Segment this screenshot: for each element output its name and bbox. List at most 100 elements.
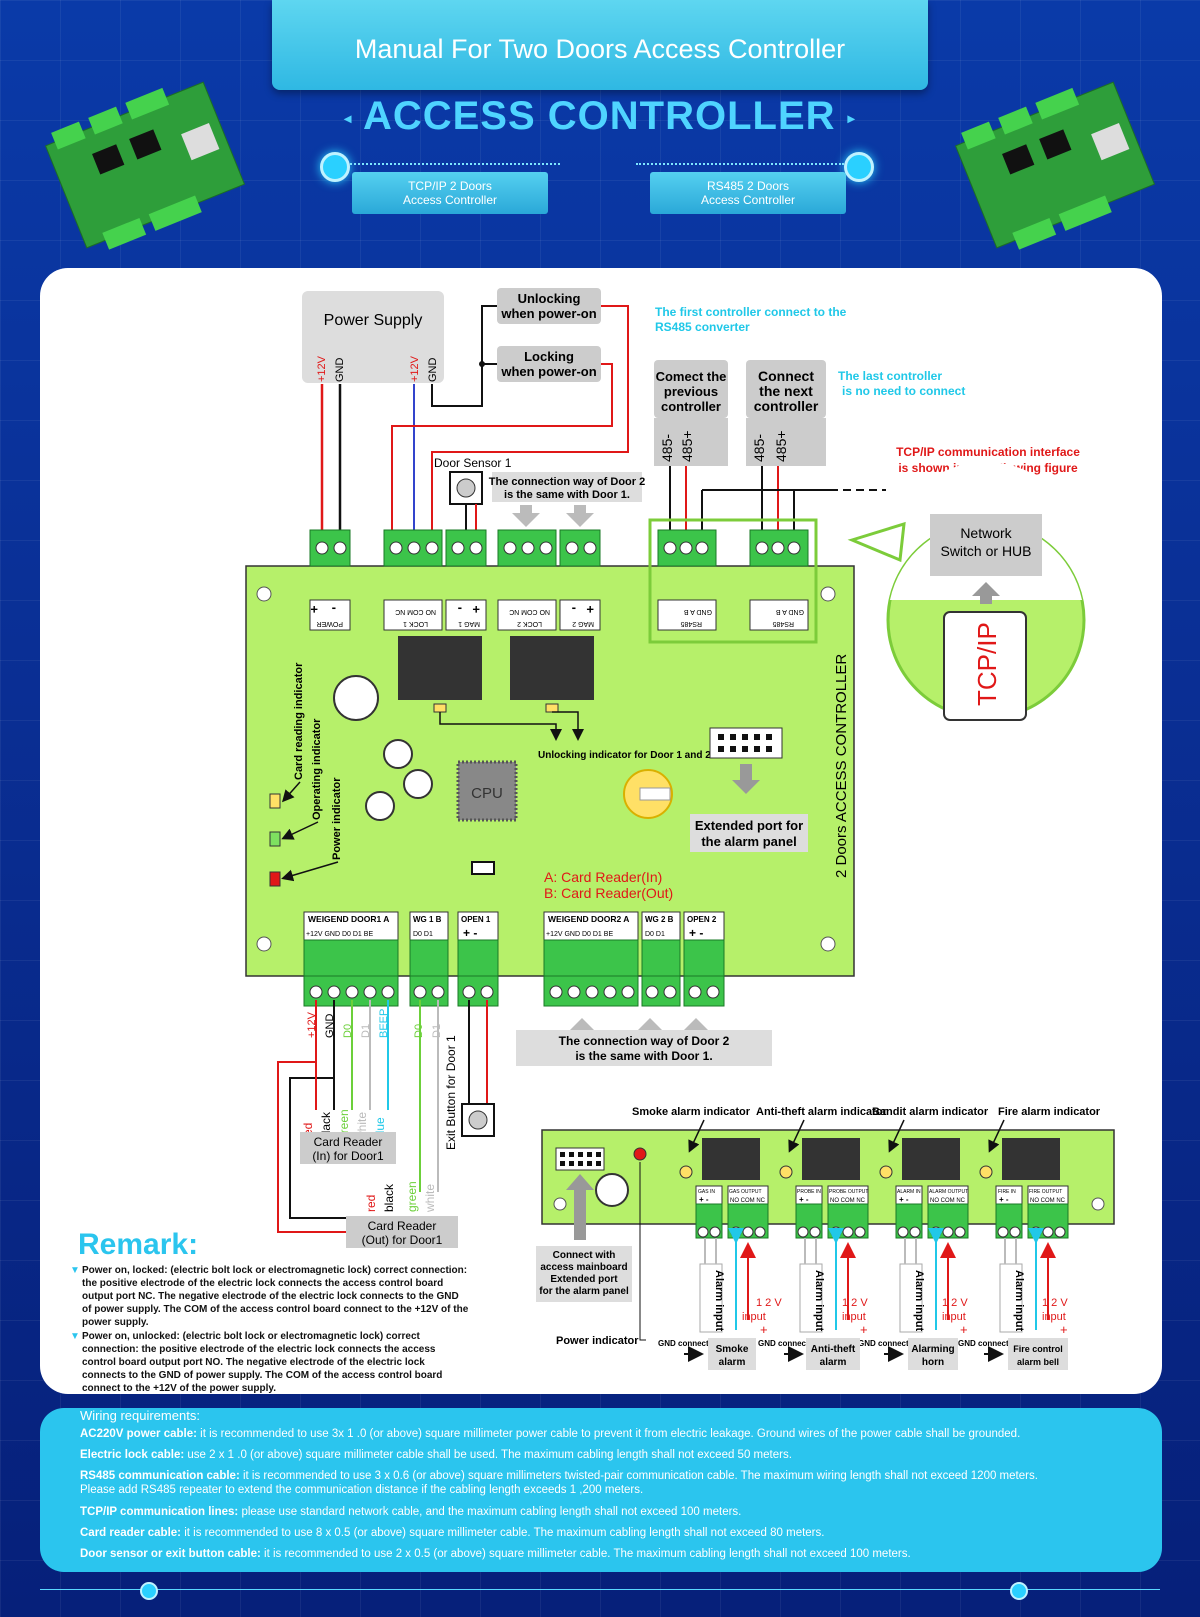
- svg-text:+ -: + -: [463, 926, 477, 940]
- lock1-label: LOCK 1: [403, 620, 428, 627]
- connect-main-line2: access mainboard: [540, 1262, 627, 1273]
- door2-bottom-line1: The connection way of Door 2: [559, 1034, 730, 1048]
- svg-text:+: +: [310, 602, 318, 617]
- terminal-wg2b: [641, 911, 681, 1007]
- footer-line: [40, 1589, 1160, 1590]
- rs485-label-1: RS485: [680, 620, 702, 627]
- first-controller-line1: The first controller connect to the: [655, 305, 847, 319]
- svg-text:+ -: + -: [999, 1195, 1009, 1204]
- alarming-line2: horn: [922, 1357, 944, 1368]
- connect-mainboard-box: [536, 1246, 632, 1302]
- alarming-line1: Alarming: [911, 1344, 954, 1355]
- v12-2-line2: input: [842, 1311, 866, 1323]
- wire-green-out: green: [405, 1181, 419, 1212]
- connect-main-line4: for the alarm panel: [539, 1286, 629, 1297]
- network-switch-line2: Switch or HUB: [940, 543, 1031, 559]
- reader-in-line1: Card Reader: [314, 1135, 383, 1149]
- wiring-card-text: it is recommended to use 8 x 0.5 (or abo…: [181, 1527, 825, 1539]
- card-reader-a-label: A: Card Reader(In): [544, 869, 662, 885]
- terminal-mag1: [445, 529, 487, 631]
- wire-white-out: white: [423, 1184, 437, 1213]
- connect-prev-box: [654, 360, 728, 418]
- connect-next-pins-box: [746, 418, 826, 466]
- fire-line1: Fire control: [1013, 1344, 1063, 1354]
- card-reader-in-box: [300, 1132, 396, 1164]
- bandit-indicator-label: Bandit alarm indicator: [872, 1106, 989, 1118]
- wiring-rs485-text: it is recommended to use 3 x 0.6 (or abo…: [239, 1470, 1038, 1482]
- network-switch-line1: Network: [960, 525, 1012, 541]
- alarm-module-fire: Fire alarm indicator FIRE IN FIRE OUTPUT…: [979, 1106, 1101, 1239]
- cpu-chip: [456, 760, 518, 822]
- wiring-door-text: it is recommended to use 2 x 0.5 (or abo…: [260, 1548, 911, 1560]
- door2-note-top: [492, 472, 642, 502]
- v12-4-line1: 1 2 V: [1042, 1297, 1068, 1309]
- next-485-minus: 485-: [751, 434, 767, 462]
- tab-rs485[interactable]: RS485 2 Doors Access Controller: [650, 172, 846, 214]
- svg-text:+: +: [760, 1322, 768, 1337]
- svg-text:NO COM NC: NO COM NC: [930, 1198, 966, 1204]
- svg-text:NO COM NC: NO COM NC: [509, 608, 550, 615]
- tab-rs485-line1: RS485 2 Doors: [706, 179, 790, 193]
- cpu-label: CPU: [471, 785, 503, 802]
- gnd-connection-2: GND connection: [758, 1339, 821, 1348]
- connect-next-box: [746, 360, 826, 418]
- mag2-label: MAG 2: [572, 620, 594, 627]
- power-terminal-label: POWER: [317, 620, 343, 627]
- svg-text:+: +: [860, 1322, 868, 1337]
- wiring-tcp-text: please use standard network cable, and t…: [238, 1506, 742, 1518]
- board-title: 2 Doors ACCESS CONTROLLER: [833, 654, 850, 878]
- wiring-heading: Wiring requirements:: [80, 1408, 200, 1423]
- wiring-ac-label: AC220V power cable:: [80, 1428, 197, 1440]
- prev-485-plus: 485+: [679, 430, 695, 462]
- smoke-line1: Smoke: [716, 1344, 749, 1355]
- wiring-ac: AC220V power cable: it is recommended to…: [80, 1428, 1020, 1440]
- connect-main-line1: Connect with: [553, 1250, 616, 1261]
- wiring-lock-label: Electric lock cable:: [80, 1449, 185, 1461]
- wire-black-out: black: [382, 1183, 396, 1212]
- svg-text:+12V GND D0 D1 BE: +12V GND D0 D1 BE: [546, 931, 613, 938]
- wg1b-label: WG 1 B: [413, 915, 442, 924]
- weigend1-label: WEIGEND DOOR1 A: [308, 914, 389, 924]
- alarm-ext-port: [555, 1147, 605, 1171]
- connect-prev-line3: controller: [661, 399, 721, 414]
- unlocking-line1: Unlocking: [518, 291, 581, 306]
- svg-text:-: -: [572, 602, 576, 617]
- probe-in-label: PROBE IN: [797, 1189, 821, 1195]
- probe-out-label: PROBE OUTPUT: [829, 1189, 868, 1195]
- unlocking-line2: when power-on: [500, 306, 596, 321]
- wiring-lock: Electric lock cable: use 2 x 1 .0 (or ab…: [80, 1449, 792, 1461]
- tcpip-port: [943, 611, 1027, 721]
- tab-tcpip[interactable]: TCP/IP 2 Doors Access Controller: [352, 172, 548, 214]
- smoke-alarm-box: [708, 1338, 756, 1370]
- tab-rs485-line2: Access Controller: [700, 193, 796, 207]
- prev-485-minus: 485-: [659, 434, 675, 462]
- card-reading-indicator-label: Card reading indicator: [293, 662, 305, 780]
- next-485-plus: 485+: [773, 430, 789, 462]
- locking-line2: when power-on: [500, 364, 596, 379]
- wiring-door: Door sensor or exit button cable: it is …: [80, 1548, 911, 1560]
- alarm-wiring-smoke: Alarm input 1 2 V input +: [699, 1228, 782, 1337]
- board-photo-left: [44, 81, 246, 250]
- heading-text: ACCESS CONTROLLER: [362, 94, 836, 138]
- left-arrow-icon: ◂: [344, 109, 353, 126]
- unlocking-indicator-label: Unlocking indicator for Door 1 and 2: [538, 750, 711, 761]
- relay-1: [398, 636, 482, 700]
- weigend2-label: WEIGEND DOOR2 A: [548, 914, 629, 924]
- ext-port-line2: the alarm panel: [701, 834, 796, 849]
- tcpip-port-label: TCP/IP: [972, 622, 1002, 706]
- wg2b-label: WG 2 B: [645, 915, 674, 924]
- connect-prev-pins-box: [654, 418, 728, 466]
- open2-label: OPEN 2: [687, 915, 717, 924]
- fire-out-label: FIRE OUTPUT: [1029, 1189, 1062, 1195]
- terminal-open2: [683, 911, 725, 1007]
- smoke-line2: alarm: [719, 1357, 746, 1368]
- alarm-input-4: Alarm input: [1013, 1270, 1025, 1331]
- remark-para-1: ▼ Power on, locked: (electric bolt lock …: [70, 1264, 470, 1329]
- svg-text:+ -: + -: [689, 926, 703, 940]
- svg-text:NO COM NC: NO COM NC: [830, 1198, 866, 1204]
- v12-1-line1: 1 2 V: [756, 1297, 782, 1309]
- svg-text:-: -: [332, 602, 336, 617]
- terminal-lock1: [383, 529, 443, 631]
- alarming-horn-box: [908, 1338, 958, 1370]
- terminal-power: [309, 529, 351, 631]
